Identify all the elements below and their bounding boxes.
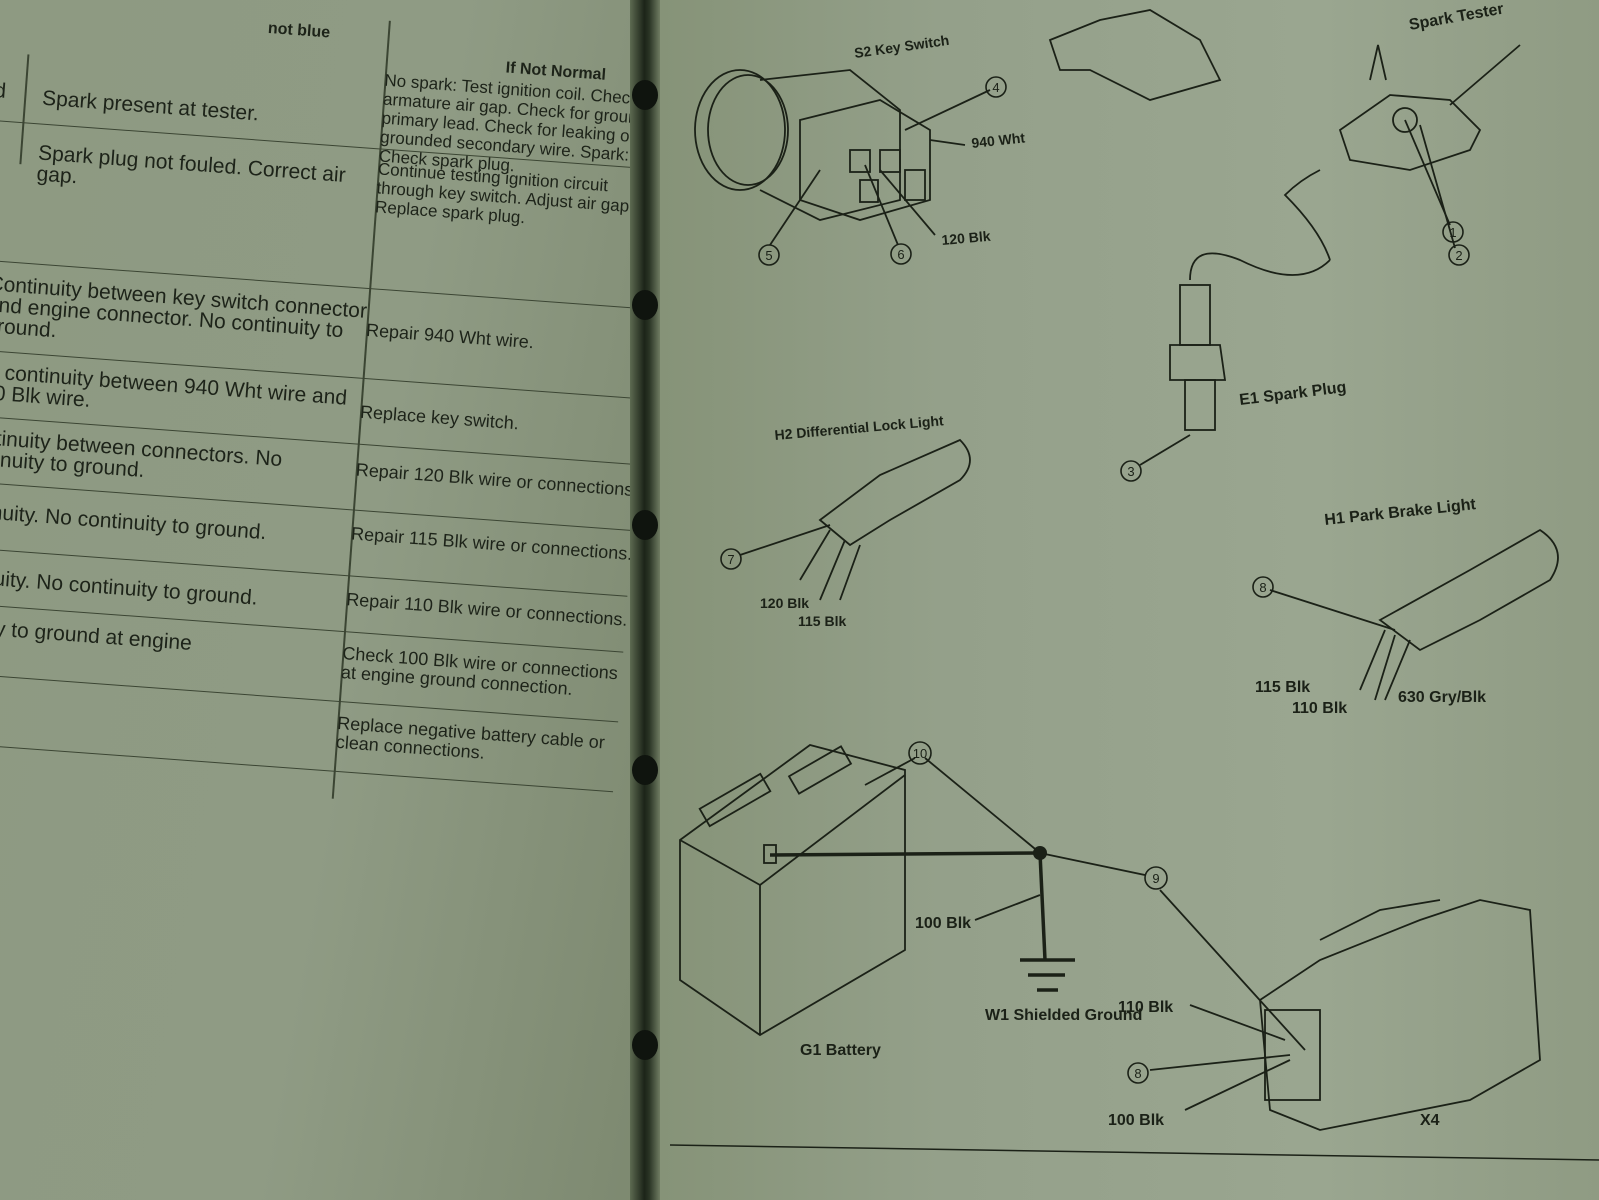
row-action: Repair 110 Blk wire or connections. bbox=[345, 589, 629, 630]
callout-6: 6 bbox=[897, 247, 904, 262]
row-action: Check 100 Blk wire or connections at eng… bbox=[340, 643, 619, 699]
wiring-diagram: 1 2 3 4 5 6 7 8 8 9 10 S2 Key Switch Spa… bbox=[669, 1, 1599, 1161]
callout-7: 7 bbox=[727, 552, 734, 567]
page-rule bbox=[669, 1144, 1599, 1161]
wire-label: 115 Blk bbox=[798, 613, 846, 629]
label-battery: G1 Battery bbox=[800, 1042, 881, 1059]
row-check: Continuity between key switch connector … bbox=[0, 272, 368, 343]
binder-ring bbox=[632, 510, 658, 540]
row-stub: ed bbox=[0, 78, 7, 103]
table-header-left: not blue bbox=[267, 19, 331, 42]
right-page: 1 2 3 4 5 6 7 8 8 9 10 S2 Key Switch Spa… bbox=[660, 0, 1599, 1200]
binder-ring bbox=[632, 80, 658, 110]
label-shielded-ground: W1 Shielded Ground bbox=[985, 1007, 1142, 1024]
label-park-brake-light: H1 Park Brake Light bbox=[1324, 496, 1478, 529]
row-action: Replace negative battery cable or clean … bbox=[335, 712, 606, 763]
row-action: Repair 940 Wht wire. bbox=[365, 319, 535, 353]
binder-ring bbox=[632, 290, 658, 320]
wire-label: 115 Blk bbox=[1255, 679, 1310, 696]
callout-5: 5 bbox=[765, 248, 772, 263]
wire-label: 940 Wht bbox=[971, 129, 1026, 151]
wire-label: 100 Blk bbox=[1108, 1112, 1164, 1129]
row-action: Replace key switch. bbox=[359, 401, 520, 434]
wire-label: 100 Blk bbox=[915, 915, 971, 932]
callout-2: 2 bbox=[1455, 248, 1462, 263]
row-action: Continue testing ignition circuit throug… bbox=[374, 159, 635, 228]
callout-8-x4: 8 bbox=[1134, 1066, 1141, 1081]
label-connector-x4: X4 bbox=[1420, 1112, 1440, 1129]
wire-label: 110 Blk bbox=[1292, 700, 1347, 717]
row-check: Continuity. No continuity to ground. bbox=[0, 497, 268, 545]
binder-ring bbox=[632, 755, 658, 785]
label-diff-lock-light: H2 Differential Lock Light bbox=[774, 412, 945, 443]
label-spark-plug: E1 Spark Plug bbox=[1238, 379, 1347, 409]
callout-9: 9 bbox=[1152, 871, 1159, 886]
left-page: not blue If Not Normal ed Spark present … bbox=[0, 0, 640, 1200]
callout-4: 4 bbox=[992, 80, 999, 95]
row-action: Repair 120 Blk wire or connections. bbox=[355, 459, 640, 501]
wire-label: 630 Gry/Blk bbox=[1398, 689, 1486, 706]
troubleshooting-table: not blue If Not Normal ed Spark present … bbox=[0, 0, 640, 799]
key-switch-drawing bbox=[694, 69, 931, 221]
label-spark-tester: Spark Tester bbox=[1408, 1, 1505, 34]
label-key-switch: S2 Key Switch bbox=[853, 32, 950, 61]
row-check: ntinuity bbox=[0, 689, 332, 740]
callout-8: 8 bbox=[1259, 580, 1266, 595]
row-check: Continuity. No continuity to ground. bbox=[0, 562, 259, 610]
row-action: Repair 115 Blk wire or connections. bbox=[350, 523, 634, 564]
row-check: Spark plug not fouled. Correct air gap. bbox=[35, 141, 347, 189]
callout-1: 1 bbox=[1449, 225, 1456, 240]
callout-3: 3 bbox=[1127, 464, 1134, 479]
book-gutter bbox=[630, 0, 662, 1200]
wire-label: 120 Blk bbox=[941, 228, 991, 248]
callout-10: 10 bbox=[913, 746, 927, 761]
wire-label: 120 Blk bbox=[760, 595, 809, 611]
binder-ring bbox=[632, 1030, 658, 1060]
wire-label: 110 Blk bbox=[1118, 999, 1173, 1016]
